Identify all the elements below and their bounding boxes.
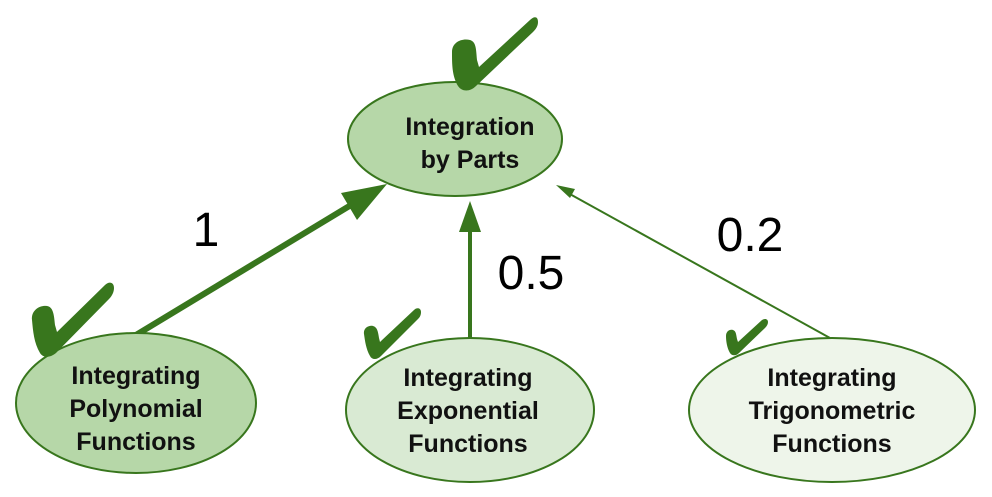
node-label-line: Trigonometric — [749, 397, 916, 425]
edge-weight-label: 0.5 — [498, 247, 565, 300]
node-label-line: Functions — [408, 430, 527, 458]
node-ellipse — [345, 337, 595, 483]
edge-weight-label: 0.2 — [717, 209, 784, 262]
arrowhead-icon — [459, 201, 481, 232]
checkmark-icon — [363, 308, 421, 359]
node-ellipse — [15, 332, 257, 474]
edge-poly-to-ibp: 1 — [134, 184, 387, 338]
node-label-line: Integration — [405, 113, 534, 141]
node-label-line: Polynomial — [69, 395, 202, 423]
checkmark-icon — [726, 318, 768, 356]
edge-exp-to-ibp: 0.5 — [459, 201, 564, 338]
node-integrating-exponential-functions[interactable]: Integrating Exponential Functions — [345, 337, 595, 483]
node-integration-by-parts[interactable]: Integration by Parts — [347, 81, 563, 197]
node-label-line: Exponential — [397, 397, 539, 425]
node-label-line: Integrating — [767, 364, 896, 392]
node-integrating-polynomial-functions[interactable]: Integrating Polynomial Functions — [15, 332, 257, 474]
node-label-line: Integrating — [71, 362, 200, 390]
edges: 1 0.5 0.2 — [134, 184, 831, 339]
arrowhead-icon — [341, 184, 387, 220]
checkmark-icon — [452, 17, 538, 91]
node-integrating-trigonometric-functions[interactable]: Integrating Trigonometric Functions — [688, 337, 976, 483]
edge-weight-label: 1 — [193, 204, 220, 257]
node-ellipse — [347, 81, 563, 197]
checkmarks — [31, 17, 768, 359]
checkmark-icon — [31, 282, 114, 357]
node-label-line: Functions — [76, 428, 195, 456]
edge-trig-to-ibp: 0.2 — [556, 185, 831, 339]
edge-line — [567, 192, 831, 339]
edge-line — [134, 199, 358, 338]
arrowhead-icon — [556, 185, 575, 198]
node-label-line: Functions — [772, 430, 891, 458]
node-label-line: Integrating — [403, 364, 532, 392]
node-label-line: by Parts — [421, 146, 520, 174]
node-ellipse — [688, 337, 976, 483]
